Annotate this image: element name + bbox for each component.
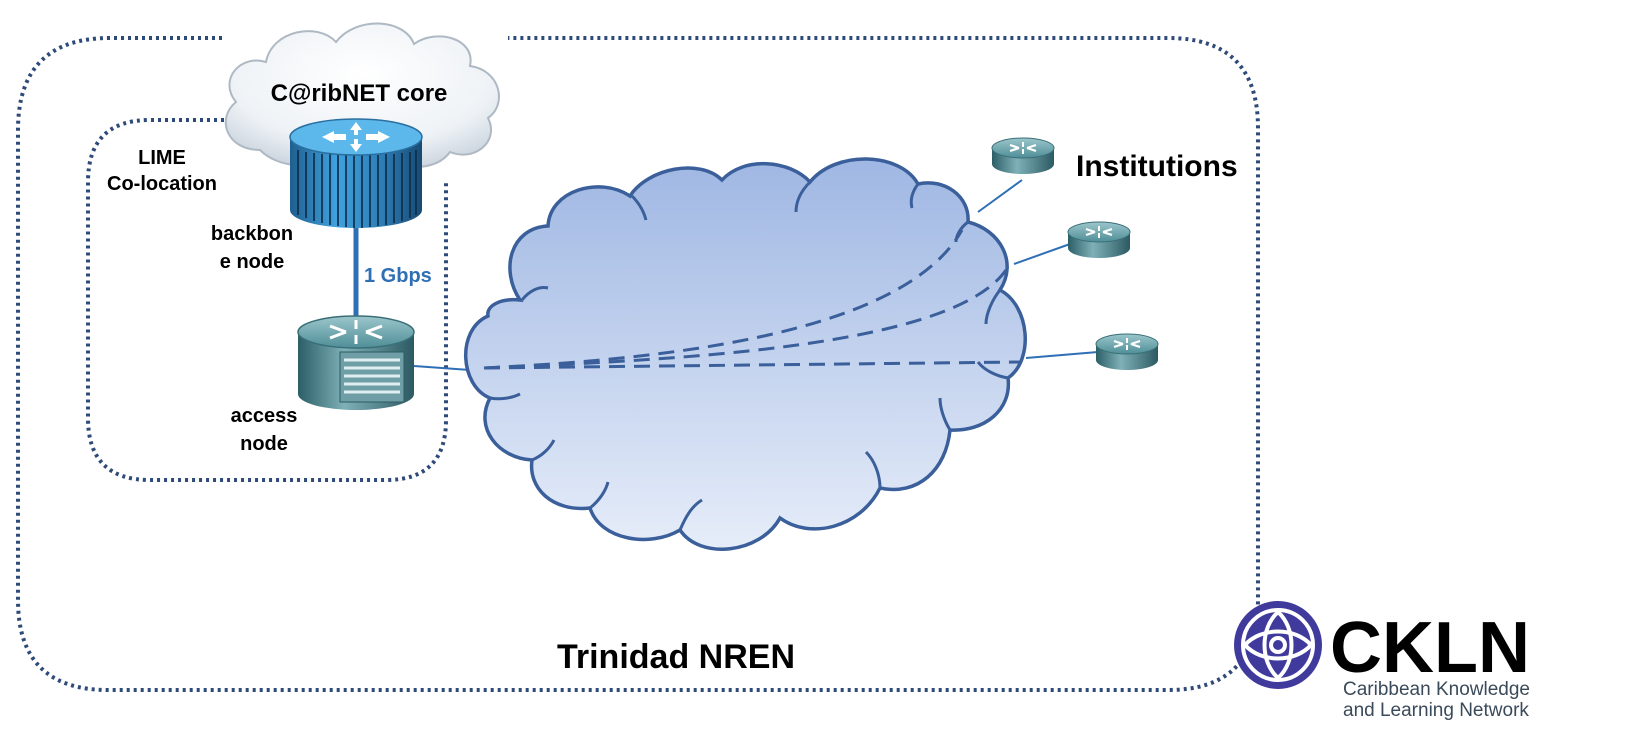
access-node-label-line2: node: [240, 433, 288, 455]
institution-router-icon: [1066, 220, 1132, 260]
caribnet-core-label: C@ribNET core: [271, 80, 448, 107]
access-cloud-link: [413, 365, 471, 371]
virtual-paths: [483, 229, 1023, 370]
nren-cloud-icon: [464, 157, 1027, 551]
backbone-node-label-line1: backbon: [211, 223, 293, 245]
trinidad-nren-label: Trinidad NREN: [557, 638, 795, 676]
institution-router-icon: [1094, 332, 1160, 372]
institution-links: [977, 179, 1099, 359]
institutions-label: Institutions: [1076, 150, 1238, 183]
ckln-logo-icon: [1234, 601, 1322, 689]
backbone-node-label-line2: e node: [220, 251, 284, 273]
lime-label-line1: LIME: [138, 147, 186, 169]
lime-label-line2: Co-location: [107, 173, 217, 195]
access-router-icon: [297, 315, 415, 410]
trinidad-nren-boundary: [16, 36, 1260, 692]
backbone-router-icon: [289, 118, 423, 228]
ckln-logo-text: CKLN: [1330, 608, 1530, 688]
ckln-tagline-line2: and Learning Network: [1343, 700, 1529, 721]
link-speed-label: 1 Gbps: [364, 265, 432, 287]
lime-colocation-boundary: [86, 118, 448, 482]
ckln-tagline-line1: Caribbean Knowledge: [1343, 679, 1530, 700]
access-node-label-line1: access: [231, 405, 298, 427]
institution-router-icon: [990, 136, 1056, 176]
